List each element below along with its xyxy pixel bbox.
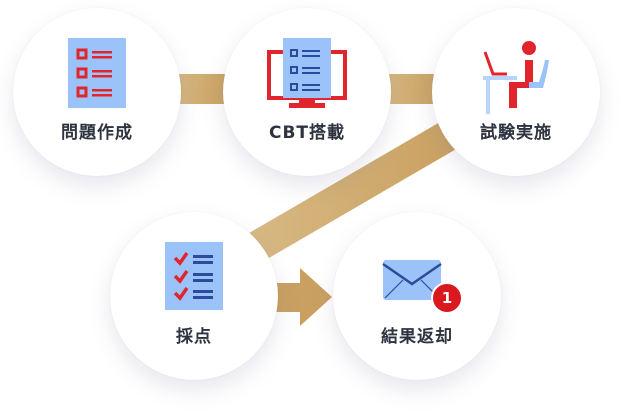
checklist-icon: [165, 242, 223, 310]
connector-3-4: [244, 122, 458, 262]
step-result-return: 1 結果返却: [333, 212, 501, 380]
person-at-desk-icon: [483, 41, 549, 114]
step-label: 採点: [176, 327, 212, 347]
step-label: CBT搭載: [268, 123, 346, 143]
notification-badge: 1: [431, 282, 463, 314]
step-cbt-loading: CBT搭載: [223, 8, 391, 176]
arrow-4-5: [268, 268, 332, 326]
monitor-document-icon: [267, 38, 347, 108]
step-question-creation: 問題作成: [13, 8, 181, 176]
step-exam-execution: 試験実施: [432, 8, 600, 176]
step-label: 試験実施: [480, 123, 552, 143]
step-label: 結果返却: [381, 327, 453, 347]
step-label: 問題作成: [61, 123, 133, 143]
question-list-icon: [68, 38, 126, 108]
step-grading: 採点: [110, 212, 278, 380]
mail-icon: [382, 260, 442, 300]
